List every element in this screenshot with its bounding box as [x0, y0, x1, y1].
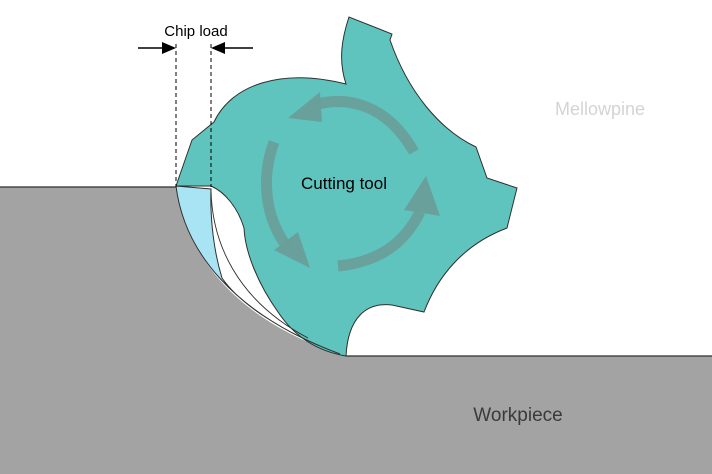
- chip: [175, 185, 341, 355]
- chip-inner-edge: [210, 189, 309, 339]
- workpiece: [0, 187, 712, 474]
- chip-load-right-arrow-icon: [211, 42, 225, 54]
- chip-load-dimension: [138, 42, 253, 187]
- chip-load-left-arrow-icon: [162, 42, 176, 54]
- rotation-arrowhead-top-icon: [288, 92, 322, 122]
- workpiece-label: Workpiece: [473, 405, 562, 426]
- rotation-arc-bottom: [337, 209, 425, 272]
- rotation-arc-top: [316, 96, 419, 155]
- rotation-arrowhead-left-icon: [274, 232, 310, 268]
- watermark: Mellowpine: [555, 99, 645, 119]
- rotation-arrows: [260, 96, 425, 272]
- rotation-arrowheads: [274, 92, 440, 268]
- rotation-arc-left: [260, 140, 293, 252]
- chip-load-label: Chip load: [164, 23, 227, 40]
- rotation-arrowhead-bottom-icon: [404, 176, 440, 216]
- cutting-tool: [175, 16, 518, 357]
- cutting-tool-label: Cutting tool: [301, 174, 387, 193]
